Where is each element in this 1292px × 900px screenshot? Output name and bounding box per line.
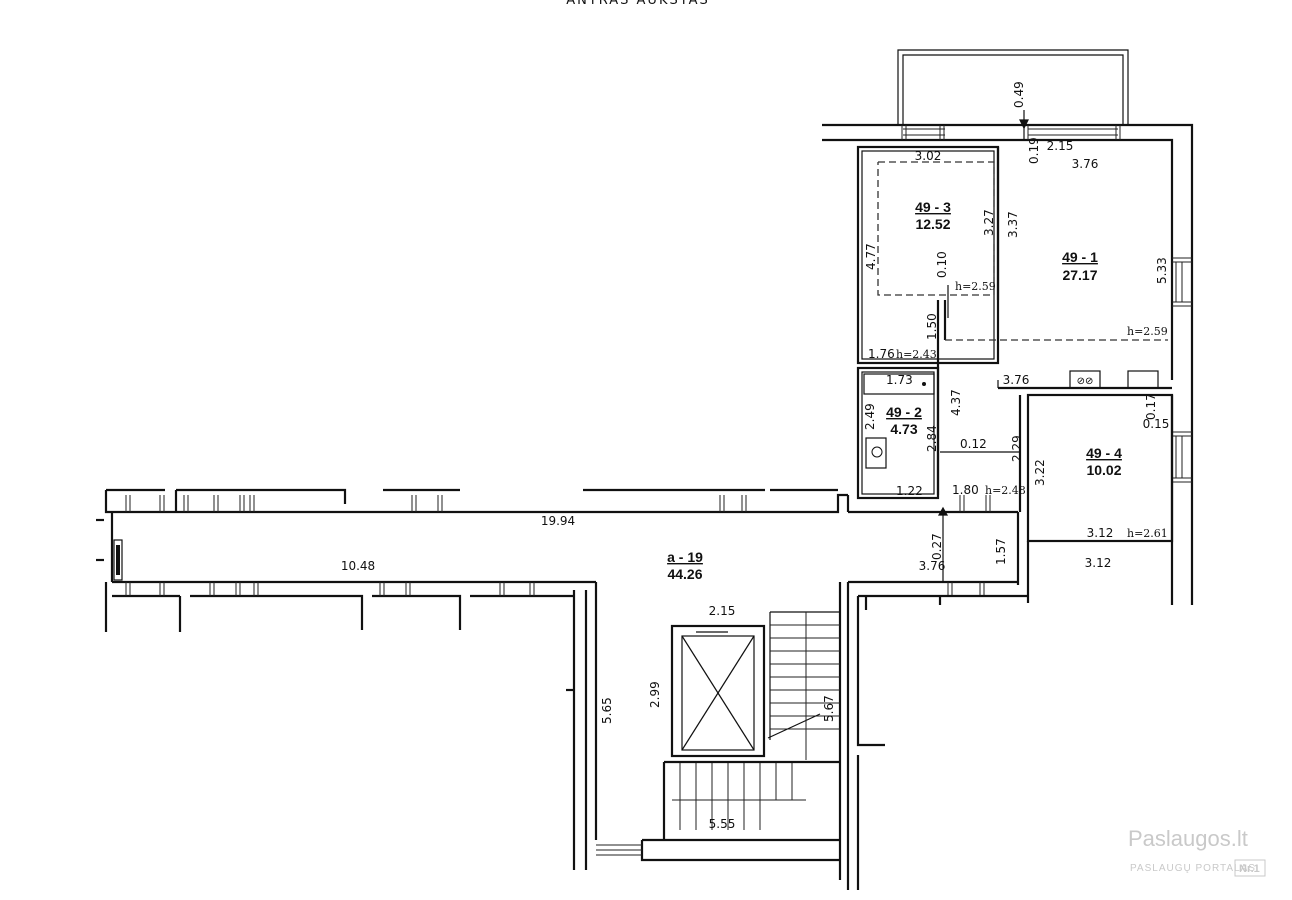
dim-room4-bottom: 3.12 (1087, 526, 1114, 540)
dim-bath-left: 2.49 (863, 403, 877, 430)
dim-stair-top: 2.15 (709, 604, 736, 618)
dimension-lines (937, 110, 1029, 582)
dim-hall-door: 1.80 (952, 483, 979, 497)
room-area: 4.73 (890, 421, 917, 437)
plan-header: ANTRAS AUKŠTAS (566, 0, 710, 8)
dim-corridor-left: 10.48 (341, 559, 375, 573)
height-room1: h=2.59 (1127, 325, 1168, 338)
height-room4: h=2.61 (1127, 527, 1168, 540)
dim-corridor-end: 1.57 (994, 538, 1008, 565)
corridor (96, 488, 1028, 880)
dim-balcony-sill: 0.19 (1027, 137, 1041, 164)
room-id: a - 19 (667, 549, 703, 565)
dim-corridor-length: 19.94 (541, 514, 575, 528)
stove-icon: ⊘⊘ (1077, 376, 1094, 387)
room-label-a-19: a - 19 44.26 (667, 549, 703, 582)
dim-room4-wall: 0.15 (1143, 417, 1170, 431)
room-area: 12.52 (915, 216, 950, 232)
dim-room1-right: 5.33 (1155, 257, 1169, 284)
svg-text:Nr.1: Nr.1 (1239, 863, 1260, 875)
dim-room3-top: 3.02 (915, 149, 942, 163)
dim-balcony-window: 2.15 (1047, 139, 1074, 153)
dim-bath-inner: 2.84 (925, 425, 939, 452)
dim-room3-inner: 3.27 (982, 209, 996, 236)
dim-stair-height: 5.65 (600, 697, 614, 724)
dim-bath-tub: 1.73 (886, 373, 913, 387)
svg-text:PASLAUGŲ PORTALAS: PASLAUGŲ PORTALAS (1130, 863, 1256, 874)
room-label-49-4: 49 - 4 10.02 (1086, 445, 1122, 478)
room-area: 10.02 (1086, 462, 1121, 478)
room-label-49-2: 49 - 2 4.73 (886, 404, 922, 437)
apartment-walls: ⊘⊘ (822, 123, 1194, 605)
dim-bath-wall: 0.12 (960, 437, 987, 451)
room-label-49-1: 49 - 1 27.17 (1062, 249, 1098, 283)
dim-room1-depth: 3.37 (1006, 211, 1020, 238)
dim-room3-bottom: 1.76 (868, 347, 895, 361)
height-room3-corner: h=2.43 (896, 348, 937, 361)
dim-stair-bottom: 5.55 (709, 817, 736, 831)
dimension-labels: 0.49 0.19 2.15 3.76 3.02 3.27 3.37 4.77 … (341, 81, 1170, 831)
dim-room3-left: 4.77 (864, 243, 878, 270)
room-label-49-3: 49 - 3 12.52 (915, 199, 951, 232)
room-area: 27.17 (1062, 267, 1097, 283)
dim-balcony-depth: 0.49 (1012, 81, 1026, 108)
dim-elevator: 2.99 (648, 681, 662, 708)
room-id: 49 - 3 (915, 199, 951, 215)
dim-room4-left-b: 3.22 (1033, 459, 1047, 486)
dim-bath-side: 4.37 (949, 389, 963, 416)
dim-room3-wall: 0.10 (935, 251, 949, 278)
height-labels: h=2.59 h=2.59 h=2.43 h=2.48 h=2.61 (896, 280, 1168, 540)
stairwell (566, 582, 885, 890)
svg-text:Paslaugos.lt: Paslaugos.lt (1128, 826, 1248, 851)
dim-corridor-right: 3.76 (919, 559, 946, 573)
dim-room1-width: 3.76 (1072, 157, 1099, 171)
dim-kitchen-width: 3.76 (1003, 373, 1030, 387)
dim-room4-offset: 0.17 (1144, 393, 1158, 420)
dim-hall-pass: 1.50 (925, 313, 939, 340)
dim-corridor-wall: 0.27 (930, 533, 944, 560)
balcony (897, 49, 1129, 125)
height-hall: h=2.48 (985, 484, 1026, 497)
height-room3: h=2.59 (955, 280, 996, 293)
watermark-logo: Paslaugos.lt PASLAUGŲ PORTALAS Nr.1 (1128, 826, 1266, 877)
dim-stair-flight: 5.67 (822, 695, 836, 722)
dim-room4-left-a: 2.29 (1010, 435, 1024, 462)
room-area: 44.26 (667, 566, 702, 582)
room-id: 49 - 4 (1086, 445, 1122, 461)
room-id: 49 - 1 (1062, 249, 1098, 265)
dim-bath-bottom: 1.22 (896, 484, 923, 498)
dim-room4-outer: 3.12 (1085, 556, 1112, 570)
room-id: 49 - 2 (886, 404, 922, 420)
